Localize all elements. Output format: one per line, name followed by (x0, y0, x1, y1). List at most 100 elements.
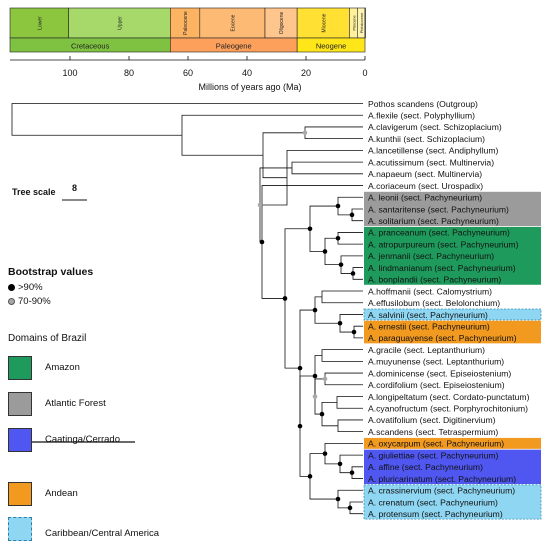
tree-scale: Tree scale 8 (12, 183, 87, 201)
tree-branch (337, 499, 350, 509)
tree-branch (339, 463, 352, 474)
taxon-labels: Pothos scandens (Outgroup)A.flexile (sec… (368, 99, 530, 519)
legend-swatch-atlantic-forest (8, 392, 32, 416)
bootstrap-mid-node (302, 130, 308, 136)
bootstrap-high-node (338, 262, 344, 267)
epoch-upper (68, 7, 171, 39)
bootstrap-mid-dot (8, 298, 15, 305)
epoch-label: Eocene (230, 14, 236, 31)
taxon-label: A. lindmanianum (sect. Pachyneurium) (368, 263, 516, 273)
highlight-caatinga (364, 449, 541, 484)
bootstrap-high-node (350, 271, 356, 276)
bootstrap-high-node (307, 474, 313, 479)
taxon-label: A.flexile (sect. Polyphyllium) (368, 111, 475, 121)
bootstrap-high-node (312, 373, 318, 379)
tree-branch (291, 167, 363, 175)
taxon-label: A. paraguayense (sect. Pachyneurium) (368, 333, 517, 343)
bootstrap-high-node (312, 307, 318, 313)
taxon-label: A.muyunense (sect. Leptanthurium) (368, 357, 504, 367)
bootstrap-high-node (337, 461, 343, 467)
tree-branch (337, 196, 363, 207)
time-tick-label: 80 (124, 68, 134, 78)
highlight-atlantic (364, 191, 541, 227)
taxon-label: A.coriaceum (sect. Urospadix) (368, 181, 483, 191)
bootstrap-high-node (322, 249, 328, 254)
bootstrap-high-node (282, 296, 288, 301)
tree-branch (314, 396, 322, 415)
bootstrap-high-node (335, 496, 341, 502)
bootstrap-high-node (351, 329, 357, 335)
tree-branch (261, 185, 363, 242)
tree-branch (286, 149, 363, 178)
bootstrap-high-node (349, 470, 355, 475)
epoch-label: Miocene (321, 13, 327, 32)
tree-branch (321, 414, 338, 427)
tree-branch (321, 290, 363, 297)
tree-branch (321, 355, 363, 362)
tree-branch (339, 323, 354, 333)
bootstrap-node-markers (257, 130, 357, 511)
epoch-label: Upper (117, 16, 123, 30)
geologic-timescale: Lower Upper Paleocene Eocene Oligocene Miocen… (9, 7, 366, 53)
legend-swatch-andean (8, 482, 32, 506)
period-label: Paleogene (216, 42, 252, 51)
taxon-label: A.cordifolium (sect. Episeiostenium) (368, 380, 505, 390)
taxon-label: A. giuliettiae (sect. Pachyneurium) (368, 450, 499, 460)
taxon-label: A.gracile (sect. Leptanthurium) (368, 345, 485, 355)
taxon-label: A. ernestii (sect. Pachyneurium) (368, 321, 490, 331)
tree-branch (321, 296, 363, 304)
domains-legend-title: Domains of Brazil (8, 333, 87, 344)
time-tick-label: 60 (183, 68, 193, 78)
bootstrap-legend-mid: 70-90% (8, 296, 51, 307)
legend-swatch-amazon (8, 356, 32, 380)
tree-branch (336, 402, 363, 409)
tree-branch (336, 396, 363, 403)
tree-branch (324, 453, 340, 465)
taxon-label: A.effusilobum (sect. Belolonchium) (368, 298, 500, 308)
tree-branch (324, 378, 363, 386)
tree-branch (314, 355, 322, 376)
tree-branch (299, 426, 310, 477)
tree-scale-value: 8 (72, 183, 77, 193)
bootstrap-high-node (297, 423, 303, 429)
tree-branch (309, 476, 338, 500)
time-tick-label: 0 (362, 68, 367, 78)
tree-branch (309, 228, 325, 252)
taxon-label: A. crassinervium (sect. Pachyneurium) (368, 486, 515, 496)
bootstrap-high-label: >90% (18, 282, 43, 293)
tree-branch (339, 314, 363, 324)
bootstrap-legend-high: >90% (8, 282, 43, 293)
tree-branch (339, 454, 363, 464)
taxon-label: A.cyanofructum (sect. Porphyrochitonium) (368, 404, 528, 414)
bootstrap-high-node (349, 212, 355, 218)
taxon-label: A.napaeum (sect. Multinervia) (368, 169, 482, 179)
tree-branch (309, 205, 338, 229)
phylogenetic-tree (11, 103, 363, 515)
tree-branch (321, 349, 363, 356)
taxon-label: A. affine (sect. Pachyneurium) (368, 462, 483, 472)
epoch-label: Paleocene (183, 11, 189, 35)
tree-branch (337, 419, 363, 426)
taxon-label: A. leonii (sect. Pachyneurium) (368, 193, 482, 203)
bootstrap-high-node (347, 505, 353, 511)
tree-branch (259, 167, 292, 205)
taxon-label: A. crenatum (sect. Pachyneurium) (368, 497, 498, 507)
taxon-label: A.longipeltatum (sect. Cordato-punctatum… (368, 392, 530, 402)
tree-branch (337, 238, 363, 245)
taxon-label: A. protensum (sect. Pachyneurium) (368, 509, 503, 519)
tree-branch (337, 206, 352, 216)
epoch-label: Lower (37, 16, 43, 30)
tree-branch (309, 453, 325, 477)
taxon-label: A.dominicense (sect. Episeiostenium) (368, 368, 511, 378)
taxon-label: A.scandens (sect. Tetraspermium) (368, 427, 498, 437)
bootstrap-high-node (319, 411, 325, 417)
bootstrap-high-node (297, 365, 303, 371)
epoch-label: Oligocene (279, 12, 285, 35)
tree-branch (337, 489, 363, 500)
legend-label-amazon: Amazon (45, 362, 80, 373)
bootstrap-high-node (337, 320, 343, 326)
tree-branch (299, 309, 315, 369)
legend-swatch-caribbean (8, 517, 32, 541)
